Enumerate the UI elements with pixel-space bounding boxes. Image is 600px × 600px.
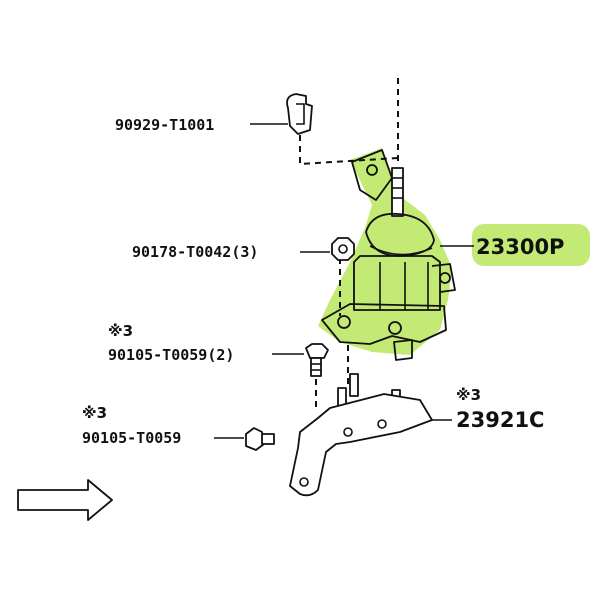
guide-line-clip: [299, 124, 399, 166]
label-clip: 90929-T1001: [115, 116, 214, 134]
right-arrow-outline-icon: [17, 479, 113, 521]
nut-part[interactable]: [331, 237, 355, 261]
label-bolt: 90105-T0059(2): [108, 346, 234, 364]
label-bolt-2-note: ※3: [82, 404, 107, 422]
bracket-part[interactable]: [289, 393, 433, 497]
label-nut: 90178-T0042(3): [132, 243, 258, 261]
label-bracket: 23921C: [456, 408, 544, 432]
label-bolt-note: ※3: [108, 322, 133, 340]
label-bolt-2: 90105-T0059: [82, 429, 181, 447]
bolt-part[interactable]: [305, 343, 329, 377]
clip-part[interactable]: [286, 93, 313, 135]
part-number-highlight: [472, 224, 590, 266]
bolt-2-part[interactable]: [245, 427, 275, 451]
engine-mount-assembly[interactable]: [318, 148, 456, 361]
label-bracket-note: ※3: [456, 386, 481, 404]
label-mount: 23300P: [476, 235, 564, 259]
